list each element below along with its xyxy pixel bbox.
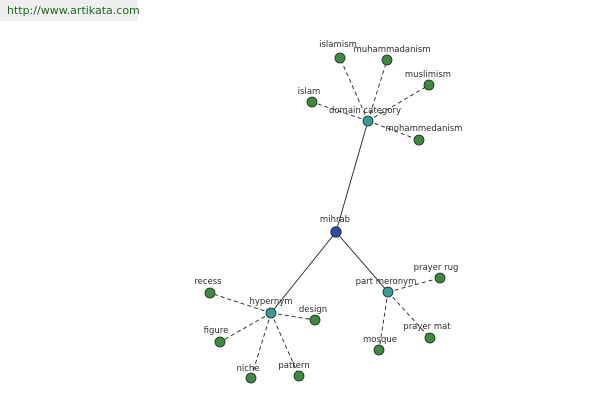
edge-partmeronym-prayerrug [387,277,441,293]
node-label-muslimism[interactable]: muslimism [405,70,451,80]
node-islamism[interactable] [334,52,346,64]
edge-domain-mohammedanism [367,120,420,141]
node-niche[interactable] [245,372,257,384]
node-label-prayerrug[interactable]: prayer rug [414,263,459,273]
graph-nodes [204,52,446,384]
node-domain[interactable] [362,115,374,127]
node-label-figure[interactable]: figure [204,326,229,336]
edge-mihrab-domain [335,120,369,233]
node-islam[interactable] [306,96,318,108]
edge-domain-muslimism [367,84,430,122]
edge-hypernym-niche [250,312,272,379]
site-url-link[interactable]: http://www.artikata.com [7,4,140,17]
node-mohammedanism[interactable] [413,134,425,146]
edge-partmeronym-mosque [378,291,389,351]
node-prayerrug[interactable] [434,272,446,284]
node-label-mihrab[interactable]: mihrab [320,215,350,225]
node-label-pattern[interactable]: pattern [278,361,309,371]
node-label-recess[interactable]: recess [194,277,222,287]
node-mosque[interactable] [373,344,385,356]
node-design[interactable] [309,314,321,326]
node-partmeronym[interactable] [382,286,394,298]
node-label-partmeronym[interactable]: part meronym [356,277,417,287]
node-label-prayermat[interactable]: prayer mat [403,322,451,332]
node-muslimism[interactable] [423,79,435,91]
node-pattern[interactable] [293,370,305,382]
edge-hypernym-design [270,312,316,321]
edge-partmeronym-prayermat [387,291,431,339]
node-label-islamism[interactable]: islamism [319,40,357,50]
edge-mihrab-hypernym [270,231,337,314]
node-hypernym[interactable] [265,307,277,319]
graph-edges [209,57,441,379]
edge-hypernym-pattern [270,312,300,377]
edge-mihrab-partmeronym [335,231,389,293]
node-label-mosque[interactable]: mosque [363,335,397,345]
node-recess[interactable] [204,287,216,299]
url-bar: http://www.artikata.com [0,0,140,21]
node-label-domain[interactable]: domain category [329,106,401,116]
node-label-muhammadanism[interactable]: muhammadanism [353,45,430,55]
edge-domain-islam [311,101,369,122]
node-label-design[interactable]: design [299,305,327,315]
edge-hypernym-recess [209,292,272,314]
node-label-mohammedanism[interactable]: mohammedanism [386,124,463,134]
edge-domain-muhammadanism [367,59,388,122]
node-muhammadanism[interactable] [381,54,393,66]
node-label-niche[interactable]: niche [236,364,259,374]
node-label-hypernym[interactable]: hypernym [249,297,292,307]
node-mihrab[interactable] [330,226,342,238]
node-figure[interactable] [214,336,226,348]
node-label-islam[interactable]: islam [298,87,321,97]
node-prayermat[interactable] [424,332,436,344]
edge-domain-islamism [339,57,369,122]
edge-hypernym-figure [219,312,272,343]
graph-labels: mihrab domain category hypernym part merony… [194,40,462,374]
